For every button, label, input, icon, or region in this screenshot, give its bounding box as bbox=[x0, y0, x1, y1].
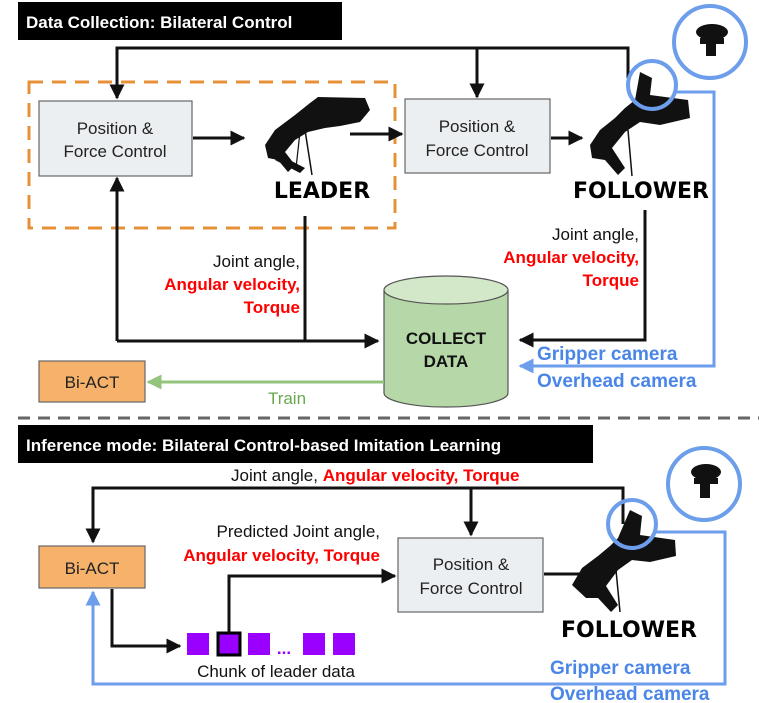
leader-controller-line1: Position & bbox=[77, 119, 154, 138]
overhead-camera-label: Overhead camera bbox=[537, 371, 697, 392]
inference-controller-line1: Position & bbox=[433, 555, 510, 574]
follower-joint-angle-label: Joint angle, bbox=[552, 225, 639, 244]
arrow-biact-to-chunk bbox=[110, 589, 182, 654]
chunk-cell bbox=[303, 633, 325, 655]
leader-joint-angle-label: Joint angle, bbox=[213, 252, 300, 271]
arrow-cameras-to-biact bbox=[85, 530, 727, 686]
follower-controller-box: Position & Force Control bbox=[404, 98, 551, 174]
gripper-camera-highlight bbox=[626, 59, 678, 111]
inference-section: Inference mode: Bilateral Control-based … bbox=[18, 425, 742, 703]
leader-controller-box: Position & Force Control bbox=[38, 100, 193, 177]
database-line1: COLLECT bbox=[406, 329, 487, 348]
leader-label: LEADER bbox=[274, 179, 370, 204]
leader-angular-velocity-label: Angular velocity, bbox=[164, 275, 300, 294]
arrow-follower-to-database bbox=[518, 210, 647, 348]
arrow-cameras-to-database bbox=[518, 90, 716, 374]
overhead-camera-image bbox=[672, 4, 748, 80]
inference-title-bar bbox=[18, 425, 593, 463]
predicted-velocity-torque-label: Angular velocity, Torque bbox=[183, 546, 380, 565]
feedback-signals-label: Joint angle, Angular velocity, Torque bbox=[231, 466, 519, 485]
data-collection-section: Data Collection: Bilateral Control Posit… bbox=[18, 2, 748, 408]
inference-controller-box: Position & Force Control bbox=[397, 537, 544, 613]
follower-torque-label: Torque bbox=[583, 271, 639, 290]
section-title-bar bbox=[18, 2, 342, 40]
inference-title: Inference mode: Bilateral Control-based … bbox=[26, 436, 501, 455]
inference-follower-robot-image bbox=[572, 510, 676, 613]
feedback-joint-angle: Joint angle, bbox=[231, 466, 323, 485]
feedback-velocity-torque: Angular velocity, Torque bbox=[323, 466, 520, 485]
collect-data-database: COLLECT DATA bbox=[383, 275, 509, 408]
biact-label-bottom: Bi-ACT bbox=[65, 559, 120, 578]
predicted-joint-angle-label: Predicted Joint angle, bbox=[217, 522, 381, 541]
chunk-cell bbox=[333, 633, 355, 655]
follower-angular-velocity-label: Angular velocity, bbox=[503, 248, 639, 267]
leader-robot-image bbox=[265, 97, 370, 176]
leader-region bbox=[27, 80, 397, 230]
biact-label-top: Bi-ACT bbox=[65, 373, 120, 392]
gripper-camera-label: Gripper camera bbox=[537, 344, 678, 365]
chunk-cell bbox=[248, 633, 270, 655]
inference-gripper-camera-highlight bbox=[606, 498, 658, 550]
top-feedback-wire bbox=[115, 46, 630, 98]
arrow-chunk-to-controller bbox=[227, 568, 397, 633]
chunk-ellipsis: ... bbox=[277, 639, 291, 658]
follower-label: FOLLOWER bbox=[573, 179, 709, 204]
inference-gripper-camera-label: Gripper camera bbox=[550, 658, 691, 679]
chunk-cell bbox=[187, 633, 209, 655]
chunk-cell-selected bbox=[216, 631, 242, 657]
inference-controller-line2: Force Control bbox=[420, 579, 523, 598]
section-title: Data Collection: Bilateral Control bbox=[26, 13, 292, 32]
database-line2: DATA bbox=[424, 352, 469, 371]
leader-controller-line2: Force Control bbox=[64, 142, 167, 161]
follower-controller-line2: Force Control bbox=[426, 141, 529, 160]
train-label: Train bbox=[268, 389, 306, 408]
leader-data-chunk: ... bbox=[187, 631, 355, 658]
inference-overhead-camera-label: Overhead camera bbox=[550, 684, 710, 703]
inference-follower-label: FOLLOWER bbox=[561, 618, 697, 643]
leader-torque-label: Torque bbox=[244, 298, 300, 317]
biact-model-box-top: Bi-ACT bbox=[38, 360, 146, 403]
inference-overhead-camera-image bbox=[666, 446, 742, 522]
biact-model-box-bottom: Bi-ACT bbox=[38, 545, 146, 589]
follower-controller-line1: Position & bbox=[439, 117, 516, 136]
follower-robot-image bbox=[590, 72, 690, 177]
chunk-label: Chunk of leader data bbox=[197, 662, 355, 681]
